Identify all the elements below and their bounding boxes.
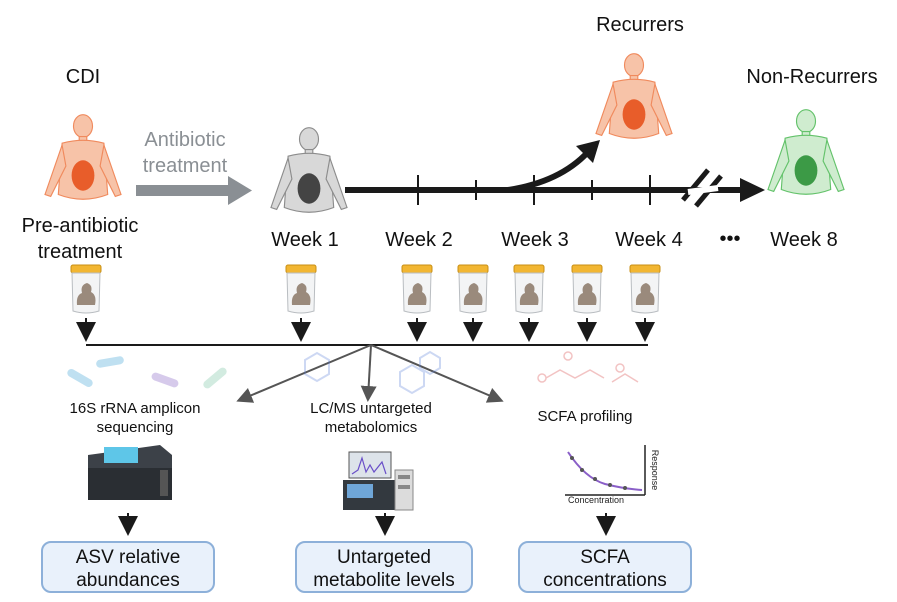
- method-label-16s-line1: 16S rRNA amplicon: [70, 400, 201, 417]
- method-label-lcms-line1: LC/MS untargeted: [310, 400, 432, 417]
- calibration-curve-icon: Concentration Response: [565, 445, 660, 505]
- ellipsis-label: •••: [719, 228, 740, 250]
- week1-patient-body-icon: [270, 127, 348, 213]
- output-box-scfa: SCFA concentrations: [518, 541, 692, 593]
- pre-antibiotic-label-line2: treatment: [38, 241, 123, 263]
- timeline: [345, 140, 765, 208]
- output-label-asv-line2: abundances: [76, 570, 180, 591]
- pre-antibiotic-label-line1: Pre-antibiotic: [22, 215, 139, 237]
- scfa-molecule-icon: [537, 351, 639, 383]
- lcms-instrument-icon: [343, 451, 414, 511]
- curve-y-axis-label: Response: [650, 450, 660, 491]
- week-label-2: Week 2: [385, 229, 452, 251]
- antibiotic-label-line1: Antibiotic: [144, 129, 225, 151]
- stool-sample-jar-icon: [285, 264, 317, 314]
- non-recurrers-label: Non-Recurrers: [746, 66, 877, 88]
- output-label-metabolite-line2: metabolite levels: [313, 570, 455, 591]
- cdi-patient-body-icon: [44, 114, 122, 200]
- output-label-asv-line1: ASV relative: [76, 547, 181, 568]
- output-box-asv: ASV relative abundances: [41, 541, 215, 593]
- output-label-metabolite-line1: Untargeted: [337, 547, 431, 568]
- sequencer-icon: [88, 445, 172, 500]
- bacteria-icon: [65, 355, 229, 391]
- timeline-break-icon: [681, 168, 723, 208]
- method-label-lcms-line2: metabolomics: [325, 419, 418, 436]
- stool-sample-jar-icon: [401, 264, 433, 314]
- stool-sample-jar-icon: [513, 264, 545, 314]
- sample-collection-connectors: [76, 318, 655, 346]
- method-label-16s-line2: sequencing: [97, 419, 174, 436]
- week-label-1: Week 1: [271, 229, 338, 251]
- week-label-8: Week 8: [770, 229, 837, 251]
- stool-sample-jar-icon: [457, 264, 489, 314]
- recurrer-branch-arrow: [507, 149, 591, 193]
- cdi-label: CDI: [66, 66, 100, 88]
- antibiotic-arrow: [136, 176, 252, 205]
- week-label-4: Week 4: [615, 229, 682, 251]
- recurrers-label: Recurrers: [596, 14, 684, 36]
- output-box-metabolite: Untargeted metabolite levels: [295, 541, 473, 593]
- output-label-scfa-line1: SCFA: [580, 547, 630, 568]
- stool-sample-jar-icon: [629, 264, 661, 314]
- non-recurrer-body-icon: [767, 109, 845, 195]
- method-branch-arrows: [236, 344, 504, 403]
- method-label-scfa: SCFA profiling: [537, 408, 632, 425]
- stool-sample-jar-icon: [571, 264, 603, 314]
- recurrer-body-icon: [595, 53, 673, 139]
- output-arrows: [118, 513, 616, 536]
- output-label-scfa-line2: concentrations: [543, 570, 667, 591]
- curve-x-axis-label: Concentration: [568, 495, 624, 505]
- molecule-icon: [304, 350, 441, 395]
- stool-sample-jar-icon: [70, 264, 102, 314]
- week-label-3: Week 3: [501, 229, 568, 251]
- antibiotic-label-line2: treatment: [143, 155, 228, 177]
